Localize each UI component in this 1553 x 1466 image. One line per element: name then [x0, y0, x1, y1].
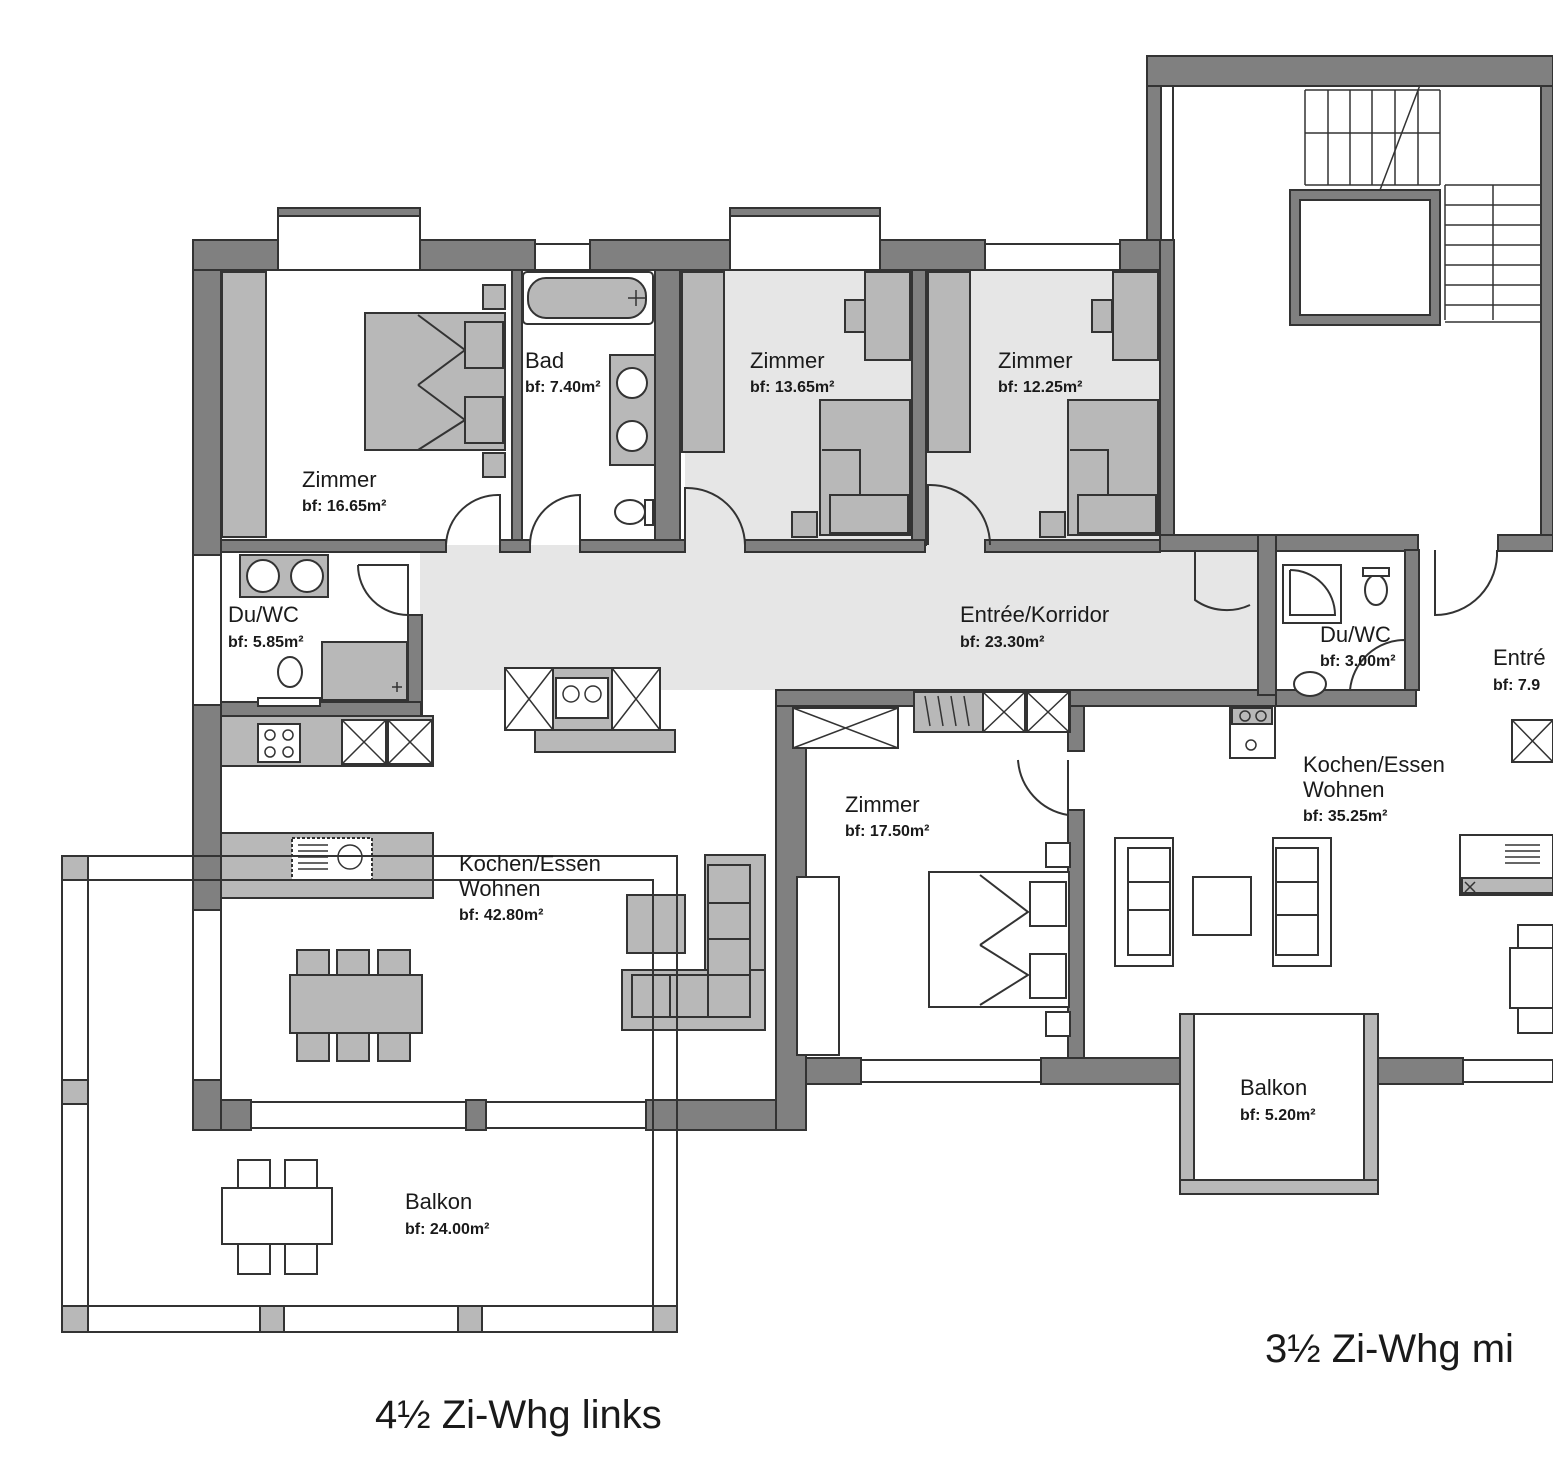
- room-area: bf: 12.25m²: [998, 379, 1082, 396]
- room-name-line1: Kochen/Essen: [1303, 752, 1445, 777]
- room-area: bf: 24.00m²: [405, 1221, 489, 1238]
- caption-right-unit: 3½ Zi-Whg mi: [1265, 1327, 1514, 1371]
- room-name-line1: Kochen/Essen: [459, 851, 601, 876]
- label-zimmer-2: Zimmer bf: 13.65m²: [750, 348, 834, 396]
- bedroom-3-furniture: [927, 271, 1159, 538]
- room-name: Du/WC: [1320, 622, 1391, 647]
- label-entree-korridor: Entrée/Korridor bf: 23.30m²: [960, 602, 1109, 651]
- room-name-line2: Wohnen: [1303, 777, 1385, 802]
- shower-wc-left-fixtures: [239, 554, 408, 707]
- kitchen-left-furniture: [220, 667, 676, 899]
- room-area: bf: 16.65m²: [302, 498, 386, 515]
- room-name: Balkon: [405, 1189, 472, 1214]
- room-name: Zimmer: [302, 467, 377, 492]
- balcony-right: [1179, 1013, 1379, 1195]
- label-duwc-left: Du/WC bf: 5.85m²: [228, 602, 304, 651]
- label-kochen-right: Kochen/Essen Wohnen bf: 35.25m²: [1303, 752, 1445, 825]
- sofa-left: [621, 854, 766, 1031]
- room-name: Bad: [525, 348, 564, 373]
- room-name: Zimmer: [998, 348, 1073, 373]
- label-zimmer-1: Zimmer bf: 16.65m²: [302, 467, 386, 515]
- bathroom-fixtures: [522, 271, 656, 526]
- shower-wc-right-fixtures: [1282, 564, 1390, 697]
- entry-cupboards: [792, 691, 1071, 749]
- living-right-furniture: [1114, 837, 1553, 1034]
- room-area: bf: 23.30m²: [960, 634, 1044, 651]
- doors: [357, 483, 1499, 817]
- label-kochen-left: Kochen/Essen Wohnen bf: 42.80m²: [459, 851, 601, 924]
- label-balkon-right: Balkon bf: 5.20m²: [1240, 1075, 1316, 1124]
- room-name: Entrée/Korridor: [960, 602, 1109, 627]
- staircase: [1146, 55, 1553, 547]
- bedroom-2-furniture: [681, 271, 911, 538]
- room-area: bf: 5.20m²: [1240, 1107, 1316, 1124]
- room-name: Zimmer: [750, 348, 825, 373]
- room-area: bf: 7.40m²: [525, 379, 601, 396]
- caption-left-unit: 4½ Zi-Whg links: [375, 1393, 662, 1437]
- room-name: Entré: [1493, 645, 1546, 670]
- room-name: Zimmer: [845, 792, 920, 817]
- bedroom-4-furniture: [796, 842, 1071, 1056]
- room-area: bf: 35.25m²: [1303, 808, 1387, 825]
- room-area: bf: 42.80m²: [459, 907, 543, 924]
- label-duwc-right: Du/WC bf: 3.00m²: [1320, 622, 1396, 670]
- room-area: bf: 13.65m²: [750, 379, 834, 396]
- room-name: Du/WC: [228, 602, 299, 627]
- dining-table-left: [289, 949, 423, 1062]
- room-area: bf: 5.85m²: [228, 634, 304, 651]
- bedroom-1-furniture: [221, 271, 506, 538]
- room-name-line2: Wohnen: [459, 876, 541, 901]
- room-area: bf: 7.9: [1493, 677, 1540, 694]
- room-name: Balkon: [1240, 1075, 1307, 1100]
- label-zimmer-3: Zimmer bf: 12.25m²: [998, 348, 1082, 396]
- label-balkon-left: Balkon bf: 24.00m²: [405, 1189, 489, 1238]
- balcony-left: [61, 855, 678, 1333]
- room-area: bf: 3.00m²: [1320, 653, 1396, 670]
- label-bad: Bad bf: 7.40m²: [525, 348, 601, 396]
- room-area: bf: 17.50m²: [845, 823, 929, 840]
- label-zimmer-4: Zimmer bf: 17.50m²: [845, 792, 929, 840]
- label-entree-right: Entré bf: 7.9: [1493, 645, 1546, 694]
- kitchen-right-furniture: [1229, 705, 1553, 896]
